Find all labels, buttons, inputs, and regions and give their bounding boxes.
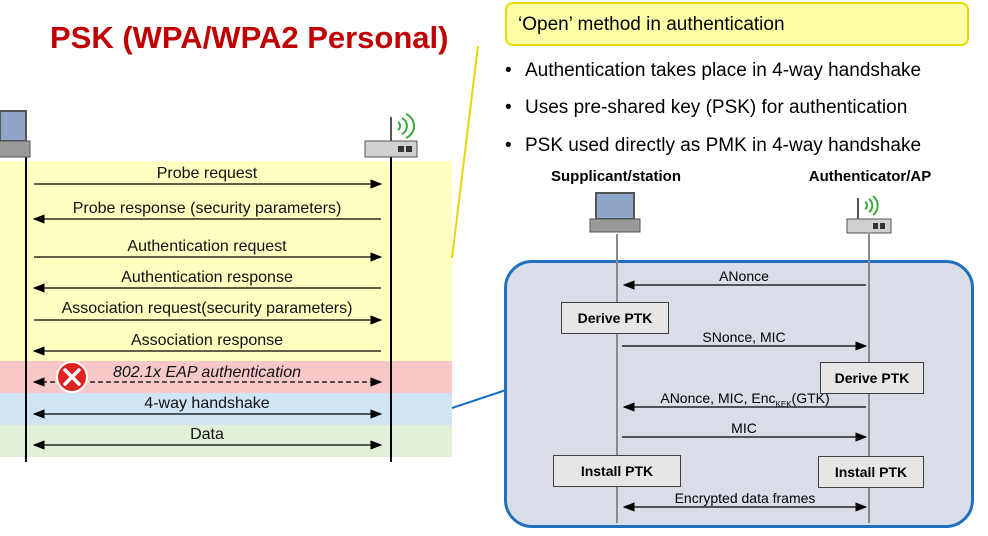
panel-connector xyxy=(451,389,507,409)
msg-snonce-mic: SNonce, MIC xyxy=(702,329,786,345)
bullet-item: •Uses pre-shared key (PSK) for authentic… xyxy=(505,97,908,118)
msg-auth-response: Authentication response xyxy=(121,269,293,286)
msg-data: Data xyxy=(190,426,224,443)
msg-anonce-mic-enc: ANonce, MIC, EncKEK(GTK) xyxy=(660,390,830,409)
msg-assoc-request: Association request(security parameters) xyxy=(61,300,353,317)
derive-ptk-authenticator-box: Derive PTK xyxy=(820,362,924,394)
install-ptk-supplicant-box: Install PTK xyxy=(553,455,681,487)
msg-eap: 802.1x EAP authentication xyxy=(113,364,301,381)
bullet-item: •Authentication takes place in 4-way han… xyxy=(505,60,922,81)
authenticator-ap-icon xyxy=(846,195,892,234)
install-ptk-authenticator-box: Install PTK xyxy=(818,456,924,488)
msg-4way-handshake: 4-way handshake xyxy=(144,395,270,412)
laptop-icon xyxy=(0,110,31,158)
access-point-icon xyxy=(364,113,418,158)
msg-auth-request: Authentication request xyxy=(127,238,287,255)
supplicant-label: Supplicant/station xyxy=(550,168,682,185)
bullet-dot-icon: • xyxy=(505,135,512,156)
bullet-dot-icon: • xyxy=(505,60,512,81)
band-handshake-phase xyxy=(0,393,452,425)
error-icon xyxy=(56,361,88,393)
supplicant-laptop-icon xyxy=(589,192,641,233)
bullet-item: •PSK used directly as PMK in 4-way hands… xyxy=(505,135,922,156)
authenticator-label: Authenticator/AP xyxy=(808,168,932,185)
msg-assoc-response: Association response xyxy=(130,332,284,349)
callout-box xyxy=(505,2,969,46)
derive-ptk-supplicant-box: Derive PTK xyxy=(561,302,669,334)
slide-title: PSK (WPA/WPA2 Personal) xyxy=(50,20,449,55)
msg-probe-request: Probe request xyxy=(156,165,258,182)
msg-encrypted-data: Encrypted data frames xyxy=(674,490,816,506)
bullet-dot-icon: • xyxy=(505,97,512,118)
callout-text: ‘Open’ method in authentication xyxy=(518,14,785,35)
msg-mic: MIC xyxy=(731,420,757,436)
msg-probe-response: Probe response (security parameters) xyxy=(72,200,342,217)
callout-connector xyxy=(451,45,479,259)
msg-anonce: ANonce xyxy=(719,268,769,284)
